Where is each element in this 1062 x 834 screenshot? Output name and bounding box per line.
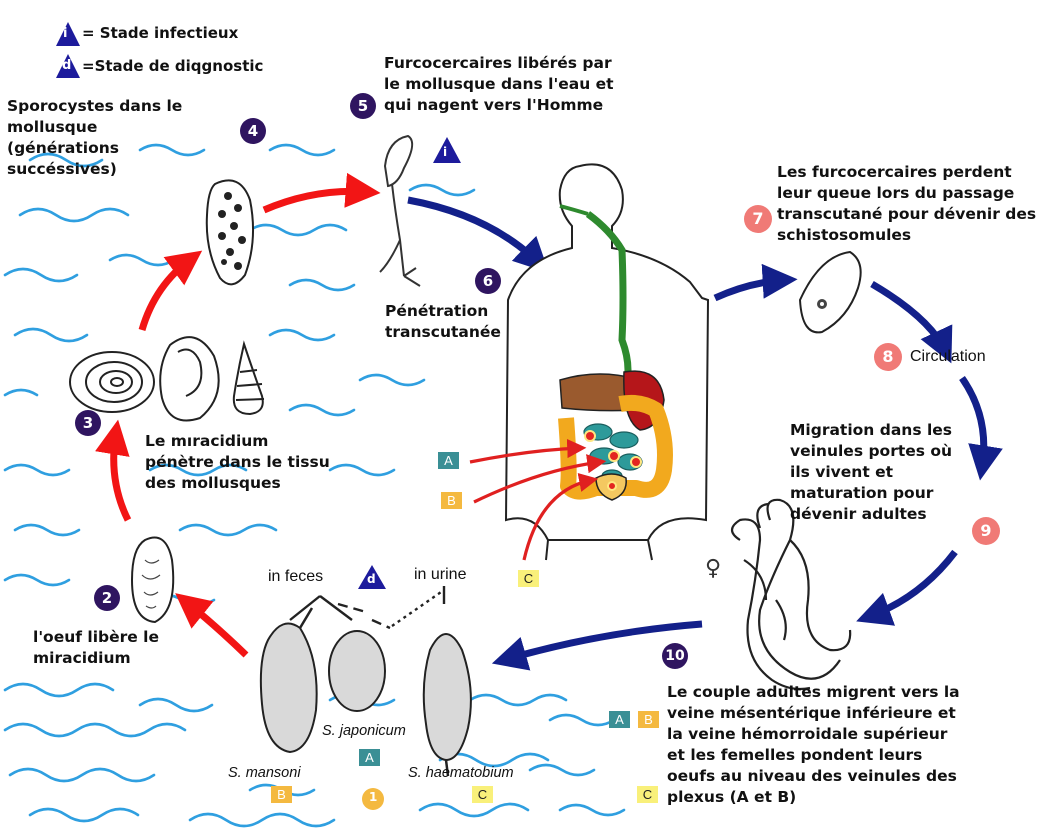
step-2-badge: 2 — [94, 585, 120, 611]
sporocyst-illustration — [207, 180, 253, 284]
arrow-sporocyst-to-cercaria — [264, 191, 368, 210]
adult-worms-illustration — [732, 500, 850, 689]
miracidium-illustration — [132, 538, 173, 623]
arrow-snail-to-sporocyst — [142, 258, 192, 330]
arrow-to-migration — [962, 378, 984, 468]
mansoni-box-b: B — [271, 786, 292, 803]
egg-japonicum-illustration — [329, 631, 385, 711]
species-japonicum-label: S. japonicum — [322, 723, 406, 739]
in-feces-label: in feces — [268, 567, 323, 587]
step-4-badge: 4 — [240, 118, 266, 144]
cercaria-illustration — [380, 136, 420, 286]
step-2-label: l'oeuf libère le miracidium — [33, 627, 159, 669]
step-1-number: 1 — [369, 790, 377, 804]
egg-mansoni-illustration — [261, 608, 317, 752]
site-a-box: A — [438, 452, 459, 469]
legend-diagnostic-letter: d — [62, 58, 71, 73]
step-4-label: Sporocystes dans le mollusque (génératio… — [7, 96, 182, 180]
step-8-badge: 8 — [874, 343, 902, 371]
haematobium-box-c: C — [472, 786, 493, 803]
legend-infectious-text: = Stade infectieux — [82, 24, 238, 42]
species-haematobium-label: S. haematobium — [408, 765, 514, 781]
arrow-to-adult-worms — [868, 552, 955, 617]
step-9-label: Migration dans les veinules portes où il… — [790, 420, 952, 525]
step-7-label: Les furcocercaires perdent leur queue lo… — [777, 162, 1036, 246]
step-10-box-b: B — [638, 711, 659, 728]
step-9-badge: 9 — [972, 517, 1000, 545]
step-5-label: Furcocercaires libérés par le mollusque … — [384, 53, 614, 116]
site-b-box: B — [441, 492, 462, 509]
arrow-egg-to-miracidium — [185, 601, 246, 655]
step-6-label: Pénétration transcutanée — [385, 301, 501, 343]
arrow-circulation — [872, 284, 946, 352]
legend-infectious-letter: i — [63, 26, 67, 41]
step-7-badge: 7 — [744, 205, 772, 233]
step-3-label: Le mıracidium pénètre dans le tissu des … — [145, 431, 330, 494]
human-body-illustration — [506, 164, 708, 560]
snail-turreted — [234, 344, 264, 414]
in-urine-label: in urine — [414, 565, 466, 585]
step-6-badge: 6 — [475, 268, 501, 294]
legend-diagnostic-text: =Stade de diqgnostic — [82, 57, 263, 75]
snail-planorbid — [70, 352, 154, 412]
legend-infectious-triangle — [56, 22, 80, 46]
arrow-miracidium-to-snail — [114, 432, 128, 520]
snail-globular — [160, 337, 218, 420]
step-8-label: Circulation — [910, 347, 986, 367]
infectious-stage-letter: i — [443, 145, 447, 159]
arrow-human-to-schistosomule — [715, 280, 785, 298]
feces-urine-connectors — [290, 586, 444, 628]
schistosomule-illustration — [800, 252, 861, 332]
step-3-badge: 3 — [75, 410, 101, 436]
site-c-box: C — [518, 570, 539, 587]
arrow-cercaria-to-human — [408, 200, 540, 264]
diagnostic-stage-letter: d — [367, 572, 376, 586]
species-mansoni-label: S. mansoni — [228, 765, 301, 781]
step-10-badge: 10 — [662, 643, 688, 669]
female-symbol: ♀ — [705, 556, 721, 581]
step-10-box-c: C — [637, 786, 658, 803]
step-10-box-a: A — [609, 711, 630, 728]
japonicum-box-a: A — [359, 749, 380, 766]
step-10-label: Le couple adultes migrent vers la veine … — [667, 682, 960, 808]
step-5-badge: 5 — [350, 93, 376, 119]
